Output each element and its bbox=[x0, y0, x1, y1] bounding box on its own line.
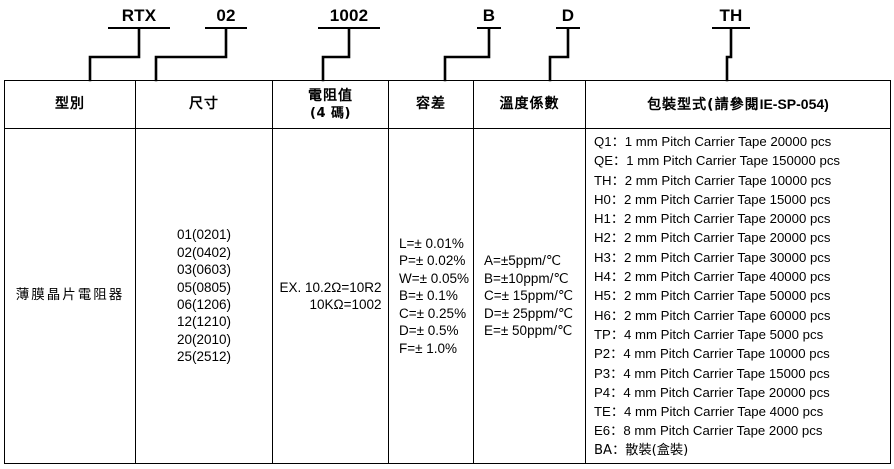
header-resistance-label: 電阻值 bbox=[308, 87, 353, 104]
cell-size: 01(0201)02(0402) 03(0603)05(0805) 06(1206)… bbox=[135, 128, 273, 464]
pn-code-resistance: 1002 bbox=[318, 6, 380, 29]
pn-code-type: RTX bbox=[108, 6, 170, 29]
size-list-item: 06(1206) bbox=[176, 297, 232, 312]
pn-code-tolerance: B bbox=[477, 6, 501, 29]
header-tcr-label: 溫度係數 bbox=[499, 96, 560, 112]
tolerance-list-item: P=± 0.02% bbox=[399, 253, 466, 269]
tcr-list-item: B=±10ppm/℃ bbox=[484, 270, 569, 286]
cell-tolerance: L=± 0.01%P=± 0.02%W=± 0.05% B=± 0.1%C=± 0… bbox=[388, 128, 474, 464]
type-value: 薄膜晶片電阻器 bbox=[15, 287, 125, 304]
header-size-label: 尺寸 bbox=[189, 96, 219, 112]
packaging-list-item: TH：2 mm Pitch Carrier Tape 10000 pcs bbox=[594, 172, 832, 188]
tolerance-list-item: L=± 0.01% bbox=[399, 236, 464, 252]
packaging-list-item: H5：2 mm Pitch Carrier Tape 50000 pcs bbox=[594, 288, 831, 304]
tcr-list-item: E=± 50ppm/℃ bbox=[484, 323, 573, 339]
tolerance-list-item: D=± 0.5% bbox=[399, 323, 459, 339]
header-packaging: 包裝型式(請參閱IE-SP-054) bbox=[585, 80, 891, 129]
header-packaging-label: 包裝型式(請參閱 bbox=[647, 96, 760, 113]
size-list: 01(0201)02(0402) 03(0603)05(0805) 06(1206)… bbox=[177, 226, 231, 365]
leader-line-type bbox=[88, 28, 141, 82]
table-body-row: 薄膜晶片電阻器 01(0201)02(0402) 03(0603)05(0805)… bbox=[4, 128, 891, 464]
header-tcr: 溫度係數 bbox=[473, 80, 586, 129]
size-list-item: 25(2512) bbox=[176, 349, 232, 365]
packaging-list-item: BA：散裝(盒裝) bbox=[594, 442, 689, 458]
size-list-item: 02(0402) bbox=[176, 244, 232, 260]
tolerance-list: L=± 0.01%P=± 0.02%W=± 0.05% B=± 0.1%C=± 0… bbox=[399, 235, 473, 357]
header-resistance-sublabel: (4 碼) bbox=[310, 105, 351, 121]
packaging-list-item: H6：2 mm Pitch Carrier Tape 60000 pcs bbox=[594, 307, 831, 323]
table-header-row: 型別 尺寸 電阻值 (4 碼) 容差 溫度係數 包裝型式(請參閱IE-SP-05… bbox=[4, 80, 891, 129]
tolerance-list-item: F=± 1.0% bbox=[399, 340, 458, 356]
packaging-list-item: QE：1 mm Pitch Carrier Tape 150000 pcs bbox=[594, 153, 841, 169]
specification-table: 型別 尺寸 電阻值 (4 碼) 容差 溫度係數 包裝型式(請參閱IE-SP-05… bbox=[4, 80, 891, 464]
header-type-label: 型別 bbox=[55, 96, 85, 112]
packaging-list-item: Q1：1 mm Pitch Carrier Tape 20000 pcs bbox=[594, 133, 832, 149]
size-list-item: 12(1210) bbox=[176, 314, 232, 330]
packaging-list-item: TP：4 mm Pitch Carrier Tape 5000 pcs bbox=[594, 326, 824, 342]
pn-code-size: 02 bbox=[205, 6, 247, 29]
tolerance-list-item: C=± 0.25% bbox=[399, 305, 467, 321]
size-list-item: 20(2010) bbox=[176, 331, 232, 347]
tolerance-list-item: W=± 0.05% bbox=[399, 270, 470, 286]
packaging-list-item: E6：8 mm Pitch Carrier Tape 2000 pcs bbox=[594, 423, 823, 439]
packaging-list-item: H1：2 mm Pitch Carrier Tape 20000 pcs bbox=[594, 211, 831, 227]
size-list-item: 03(0603) bbox=[176, 262, 232, 278]
header-resistance: 電阻值 (4 碼) bbox=[272, 80, 389, 129]
tcr-list-item: C=± 15ppm/℃ bbox=[484, 288, 573, 304]
packaging-list-item: H2：2 mm Pitch Carrier Tape 20000 pcs bbox=[594, 230, 831, 246]
leader-line-tolerance bbox=[443, 28, 491, 82]
packaging-list-item: H4：2 mm Pitch Carrier Tape 40000 pcs bbox=[594, 269, 831, 285]
header-tolerance: 容差 bbox=[388, 80, 474, 129]
cell-resistance: EX. 10.2Ω=10R2 10KΩ=1002 bbox=[272, 128, 389, 464]
size-list-item: 01(0201) bbox=[176, 227, 232, 243]
resistance-example-line-2: 10KΩ=1002 bbox=[309, 297, 382, 312]
size-list-item: 05(0805) bbox=[176, 279, 232, 295]
packaging-list-item: P3：4 mm Pitch Carrier Tape 15000 pcs bbox=[594, 365, 830, 381]
part-number-breakdown: RTX 02 1002 B D TH bbox=[0, 0, 894, 80]
cell-type: 薄膜晶片電阻器 bbox=[4, 128, 136, 464]
packaging-list-item: H0：2 mm Pitch Carrier Tape 15000 pcs bbox=[594, 191, 831, 207]
pn-code-packaging: TH bbox=[712, 6, 750, 29]
packaging-list-item: H3：2 mm Pitch Carrier Tape 30000 pcs bbox=[594, 249, 831, 265]
packaging-list-item: P4：4 mm Pitch Carrier Tape 20000 pcs bbox=[594, 384, 830, 400]
header-size: 尺寸 bbox=[135, 80, 273, 129]
leader-lines bbox=[88, 28, 733, 82]
packaging-list-item: TE：4 mm Pitch Carrier Tape 4000 pcs bbox=[594, 404, 824, 420]
leader-line-size bbox=[154, 28, 228, 82]
tolerance-list-item: B=± 0.1% bbox=[399, 288, 458, 304]
header-type: 型別 bbox=[4, 80, 136, 129]
pn-code-tcr: D bbox=[556, 6, 580, 29]
header-tolerance-label: 容差 bbox=[416, 96, 446, 112]
resistance-example: EX. 10.2Ω=10R2 10KΩ=1002 bbox=[279, 279, 381, 314]
leader-line-tcr bbox=[548, 28, 570, 82]
leader-line-resistance bbox=[321, 28, 351, 82]
header-packaging-reference: IE-SP-054) bbox=[759, 95, 829, 112]
tcr-list-item: A=±5ppm/℃ bbox=[484, 253, 561, 269]
tcr-list-item: D=± 25ppm/℃ bbox=[484, 305, 573, 321]
resistance-example-line-1: EX. 10.2Ω=10R2 bbox=[279, 279, 382, 295]
packaging-list-item: P2：4 mm Pitch Carrier Tape 10000 pcs bbox=[594, 346, 830, 362]
leader-line-packaging bbox=[725, 28, 733, 82]
